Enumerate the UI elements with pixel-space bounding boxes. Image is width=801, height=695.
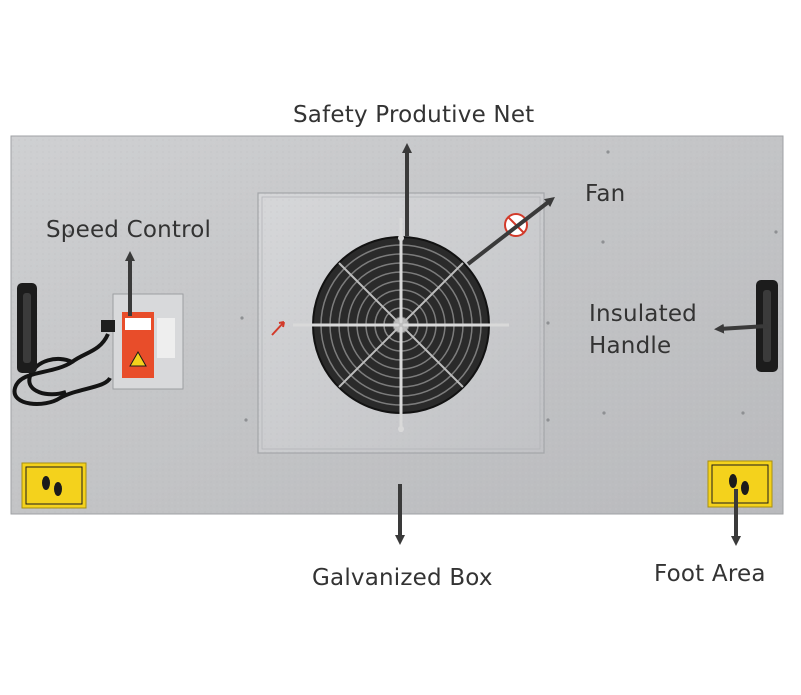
label-foot-area: Foot Area bbox=[654, 561, 766, 587]
footprint-warning-icon bbox=[21, 462, 87, 509]
label-fan: Fan bbox=[585, 181, 626, 207]
annotation-arrows bbox=[125, 143, 769, 546]
label-speed-control: Speed Control bbox=[46, 217, 212, 243]
speed-controller-icon bbox=[12, 293, 184, 406]
arrow-insulated-handle bbox=[714, 323, 769, 334]
label-insulated-handle-line-2: Handle bbox=[589, 333, 672, 359]
arrow-fan bbox=[466, 196, 555, 266]
label-insulated-handle-line-1: Insulated bbox=[589, 301, 697, 327]
rivets bbox=[68, 150, 778, 422]
label-safety-net: Safety Produtive Net bbox=[293, 102, 535, 128]
airflow-arrow-icon bbox=[271, 321, 285, 336]
handle-icon bbox=[17, 283, 37, 373]
label-insulated-handle: Insulated Handle bbox=[589, 298, 697, 362]
footprint-warning-icon bbox=[707, 460, 773, 508]
fan-guard-icon bbox=[293, 218, 509, 432]
label-galvanized-box: Galvanized Box bbox=[312, 565, 493, 591]
